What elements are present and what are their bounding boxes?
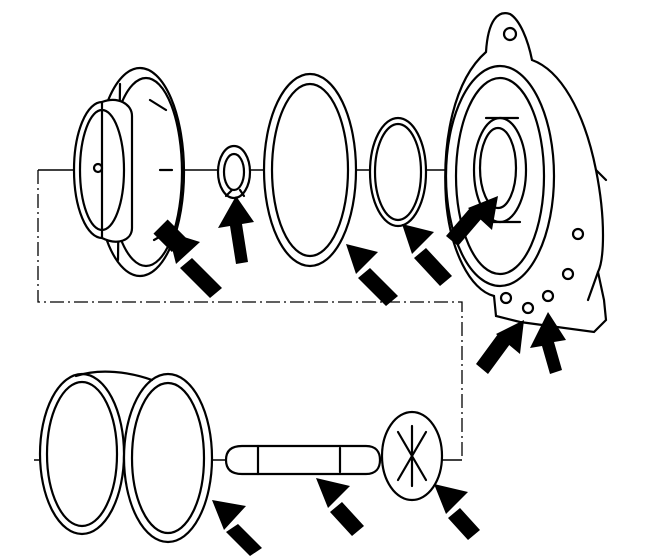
housing-mount-hole-left — [499, 291, 513, 305]
callout-arrow-snap-ring — [218, 196, 254, 264]
callout-arrow-hole-right — [530, 312, 566, 374]
small-o-ring — [368, 116, 428, 228]
piston-cup — [72, 66, 186, 278]
callout-arrow-lower-rings — [212, 500, 262, 556]
callout-arrowhead-piston-cup — [168, 232, 222, 298]
callout-arrow-hole-left — [476, 320, 524, 374]
end-cap — [380, 410, 444, 502]
callout-arrow-large-o-ring — [346, 244, 398, 306]
callout-arrow-housing-bore — [446, 196, 498, 246]
housing-top-mount-hole — [502, 26, 518, 42]
housing — [444, 12, 608, 334]
pin — [224, 444, 382, 476]
large-o-ring — [262, 72, 358, 268]
housing-mount-hole-right — [541, 289, 555, 303]
callout-arrow-small-o-ring — [402, 224, 452, 286]
callout-arrow-pin — [316, 478, 364, 536]
callout-arrow-end-cap — [434, 484, 480, 540]
lower-rings — [38, 370, 214, 544]
callout-arrows — [153, 196, 566, 556]
snap-ring — [216, 144, 252, 200]
